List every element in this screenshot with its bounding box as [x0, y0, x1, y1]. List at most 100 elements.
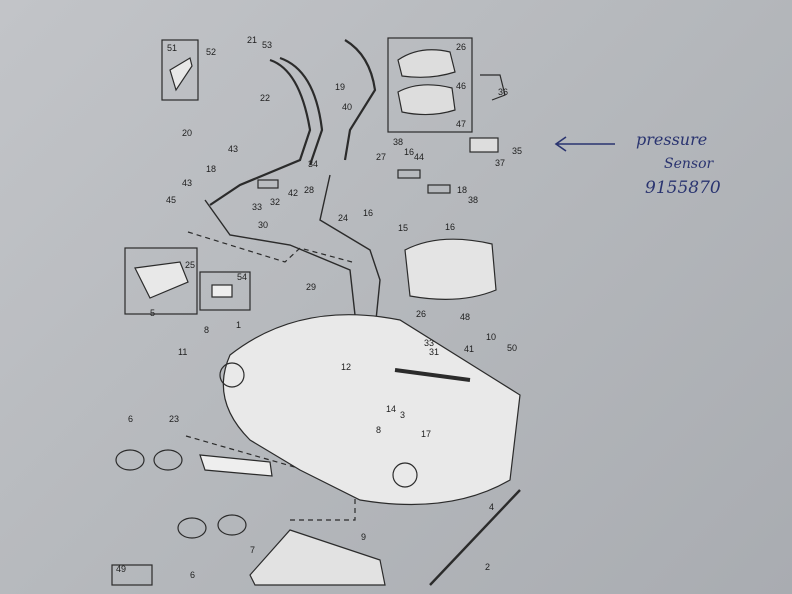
callout: 42: [288, 188, 298, 198]
inset-box-25: [124, 247, 198, 315]
callout: 21: [247, 35, 257, 45]
sender-23: [153, 449, 183, 471]
callout: 52: [206, 47, 216, 57]
callout: 48: [460, 312, 470, 322]
callout: 5: [150, 308, 155, 318]
callout: 53: [262, 40, 272, 50]
callout: 54: [237, 272, 247, 282]
seal-6-lower: [177, 517, 207, 539]
callout: 33: [252, 202, 262, 212]
pipe-40: [343, 39, 377, 161]
callout: 26: [456, 42, 466, 52]
callout: 18: [457, 185, 467, 195]
callout: 12: [341, 362, 351, 372]
callout: 25: [185, 260, 195, 270]
callout: 26: [416, 309, 426, 319]
callout: 4: [489, 502, 494, 512]
callout: 38: [393, 137, 403, 147]
handwritten-note: pressure Sensor 9155870: [554, 130, 721, 198]
callout: 16: [404, 147, 414, 157]
callout: 9: [361, 532, 366, 542]
callout: 32: [270, 197, 280, 207]
callout: 6: [190, 570, 195, 580]
callout: 34: [308, 159, 318, 169]
canister-26: [404, 238, 497, 300]
bracket-51: [169, 57, 193, 92]
callout: 7: [250, 545, 255, 555]
callout: 35: [512, 146, 522, 156]
callout: 43: [228, 144, 238, 154]
callout: 30: [258, 220, 268, 230]
callout: 27: [376, 152, 386, 162]
callout: 10: [486, 332, 496, 342]
inset-box-54: [199, 271, 251, 311]
hose-31: [394, 368, 471, 382]
callout: 18: [206, 164, 216, 174]
callout: 50: [507, 343, 517, 353]
dashed-outline-upper: [187, 231, 353, 263]
callout: 51: [167, 43, 177, 53]
callout: 29: [306, 282, 316, 292]
callout: 16: [445, 222, 455, 232]
pump-tube: [199, 454, 273, 477]
callout: 16: [363, 208, 373, 218]
pump-7: [217, 514, 247, 536]
callout: 22: [260, 93, 270, 103]
inset-box-49: [111, 564, 153, 586]
tank-opening-right: [392, 462, 418, 488]
callout: 47: [456, 119, 466, 129]
callout: 20: [182, 128, 192, 138]
callout: 37: [495, 158, 505, 168]
fuel-tank: [222, 314, 521, 506]
callout: 31: [429, 347, 439, 357]
callout: 8: [376, 425, 381, 435]
inset-box-26: [387, 37, 473, 133]
callout: 43: [182, 178, 192, 188]
fitting-33: [257, 179, 279, 189]
callout: 36: [498, 87, 508, 97]
callout: 49: [116, 564, 126, 574]
sensor-54: [211, 284, 233, 298]
callout: 46: [456, 81, 466, 91]
callout: 15: [398, 223, 408, 233]
seal-6-upper: [115, 449, 145, 471]
callout: 40: [342, 102, 352, 112]
callout: 23: [169, 414, 179, 424]
callout: 8: [204, 325, 209, 335]
canister-26-bottom: [397, 84, 456, 116]
dashed-outline-lower: [185, 435, 356, 521]
canister-26-top: [397, 49, 456, 78]
note-line-3: 9155870: [645, 178, 721, 198]
callout: 1: [236, 320, 241, 330]
strap-2: [429, 489, 521, 586]
fitting-38: [397, 169, 421, 179]
bracket-25: [134, 261, 189, 299]
callout: 17: [421, 429, 431, 439]
callout: 19: [335, 82, 345, 92]
drawing-linework: [111, 37, 521, 586]
callout-labels: 51 21 52 53 19 22 20 43 18 43 45 33 32 4…: [116, 35, 522, 580]
pipe-19: [209, 58, 312, 206]
connector-36: [480, 74, 506, 101]
pipe-19b: [279, 56, 324, 166]
callout: 45: [166, 195, 176, 205]
callout: 14: [386, 404, 396, 414]
callout: 2: [485, 562, 490, 572]
callout: 28: [304, 185, 314, 195]
callout: 11: [178, 347, 187, 357]
inset-box-51: [161, 39, 199, 101]
callout: 44: [414, 152, 424, 162]
pressure-sensor-35: [469, 137, 499, 153]
callout: 24: [338, 213, 348, 223]
tank-opening-left: [219, 362, 245, 388]
callout: 33: [424, 338, 434, 348]
note-line-2: Sensor: [664, 156, 715, 172]
fitting-18: [427, 184, 451, 194]
callout: 3: [400, 410, 405, 420]
heat-shield-9: [249, 529, 386, 586]
vent-line-28: [319, 174, 381, 361]
callout: 6: [128, 414, 133, 424]
